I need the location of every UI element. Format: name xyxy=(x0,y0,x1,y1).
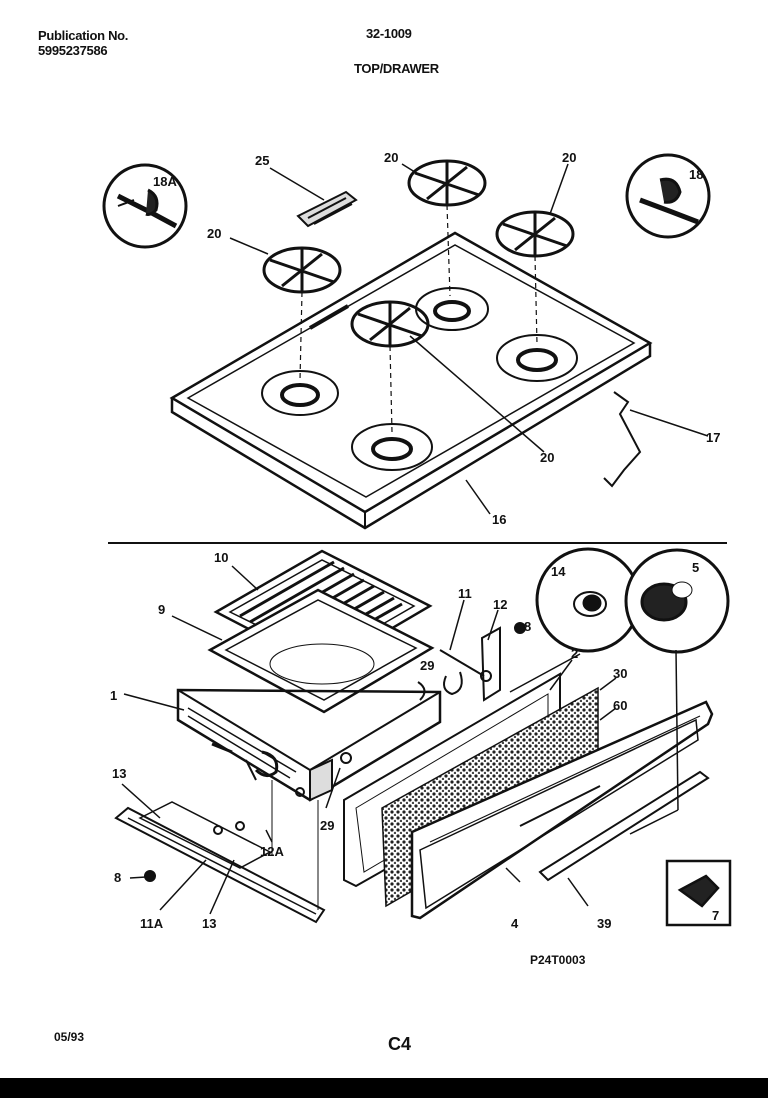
callout-20: 20 xyxy=(540,450,554,465)
cooktop-panel xyxy=(169,231,653,514)
callout-30: 30 xyxy=(613,666,627,681)
inset-14 xyxy=(535,547,641,653)
callout-9: 9 xyxy=(158,602,165,617)
callout-12A: 12A xyxy=(260,844,284,859)
drawer-group xyxy=(114,549,714,924)
publication-label: Publication No. xyxy=(38,28,129,43)
callout-29: 29 xyxy=(320,818,334,833)
callout-20: 20 xyxy=(562,150,576,165)
callout-11: 11 xyxy=(458,586,472,601)
callout-10: 10 xyxy=(214,550,228,565)
burner-bowl xyxy=(351,423,433,471)
callout-17: 17 xyxy=(706,430,720,445)
drawing-code: P24T0003 xyxy=(530,953,586,967)
callout-4: 4 xyxy=(511,916,519,931)
callout-13: 13 xyxy=(202,916,216,931)
part-1-drawer-body xyxy=(176,688,442,802)
callout-16: 16 xyxy=(492,512,506,527)
part-12A-clip xyxy=(254,750,279,777)
part-13-rails xyxy=(114,787,326,924)
burner-bowl xyxy=(261,370,339,416)
part-12-bracket xyxy=(480,626,501,702)
burner-bowl xyxy=(496,334,578,382)
part-4-drawer-front xyxy=(410,700,714,920)
part-25-trim xyxy=(296,190,358,228)
scan-edge-bar xyxy=(0,1078,768,1098)
grate xyxy=(407,159,487,207)
callout-18A: 18A xyxy=(153,174,177,189)
footer-date: 05/93 xyxy=(54,1030,85,1044)
callout-5: 5 xyxy=(692,560,699,575)
callout-12: 12 xyxy=(493,597,507,612)
inset-7 xyxy=(665,859,732,927)
model-number: 32-1009 xyxy=(366,26,412,41)
callout-29: 29 xyxy=(420,658,434,673)
inset-5 xyxy=(624,548,730,654)
grate xyxy=(262,246,342,294)
inset-18 xyxy=(625,153,711,239)
callout-1: 1 xyxy=(110,688,117,703)
callout-39: 39 xyxy=(597,916,611,931)
footer-page: C4 xyxy=(388,1034,412,1054)
part-39-handle xyxy=(538,770,710,882)
inset-18A xyxy=(102,163,188,249)
publication-number: 5995237586 xyxy=(38,43,108,58)
callout-13: 13 xyxy=(112,766,126,781)
callout-25: 25 xyxy=(255,153,269,168)
cooktop-group xyxy=(169,159,653,530)
callout-8: 8 xyxy=(524,619,531,634)
callout-8: 8 xyxy=(114,870,121,885)
callout-11A: 11A xyxy=(140,916,164,931)
callout-18: 18 xyxy=(689,167,703,182)
callout-7: 7 xyxy=(712,908,719,923)
callout-20: 20 xyxy=(384,150,398,165)
callout-2: 2 xyxy=(571,646,578,661)
section-title: TOP/DRAWER xyxy=(354,61,439,76)
callout-60: 60 xyxy=(613,698,627,713)
callout-20: 20 xyxy=(207,226,221,241)
part-17-spring xyxy=(603,391,642,488)
grate xyxy=(495,210,575,258)
callout-14: 14 xyxy=(551,564,566,579)
part-29-clip xyxy=(443,671,463,696)
